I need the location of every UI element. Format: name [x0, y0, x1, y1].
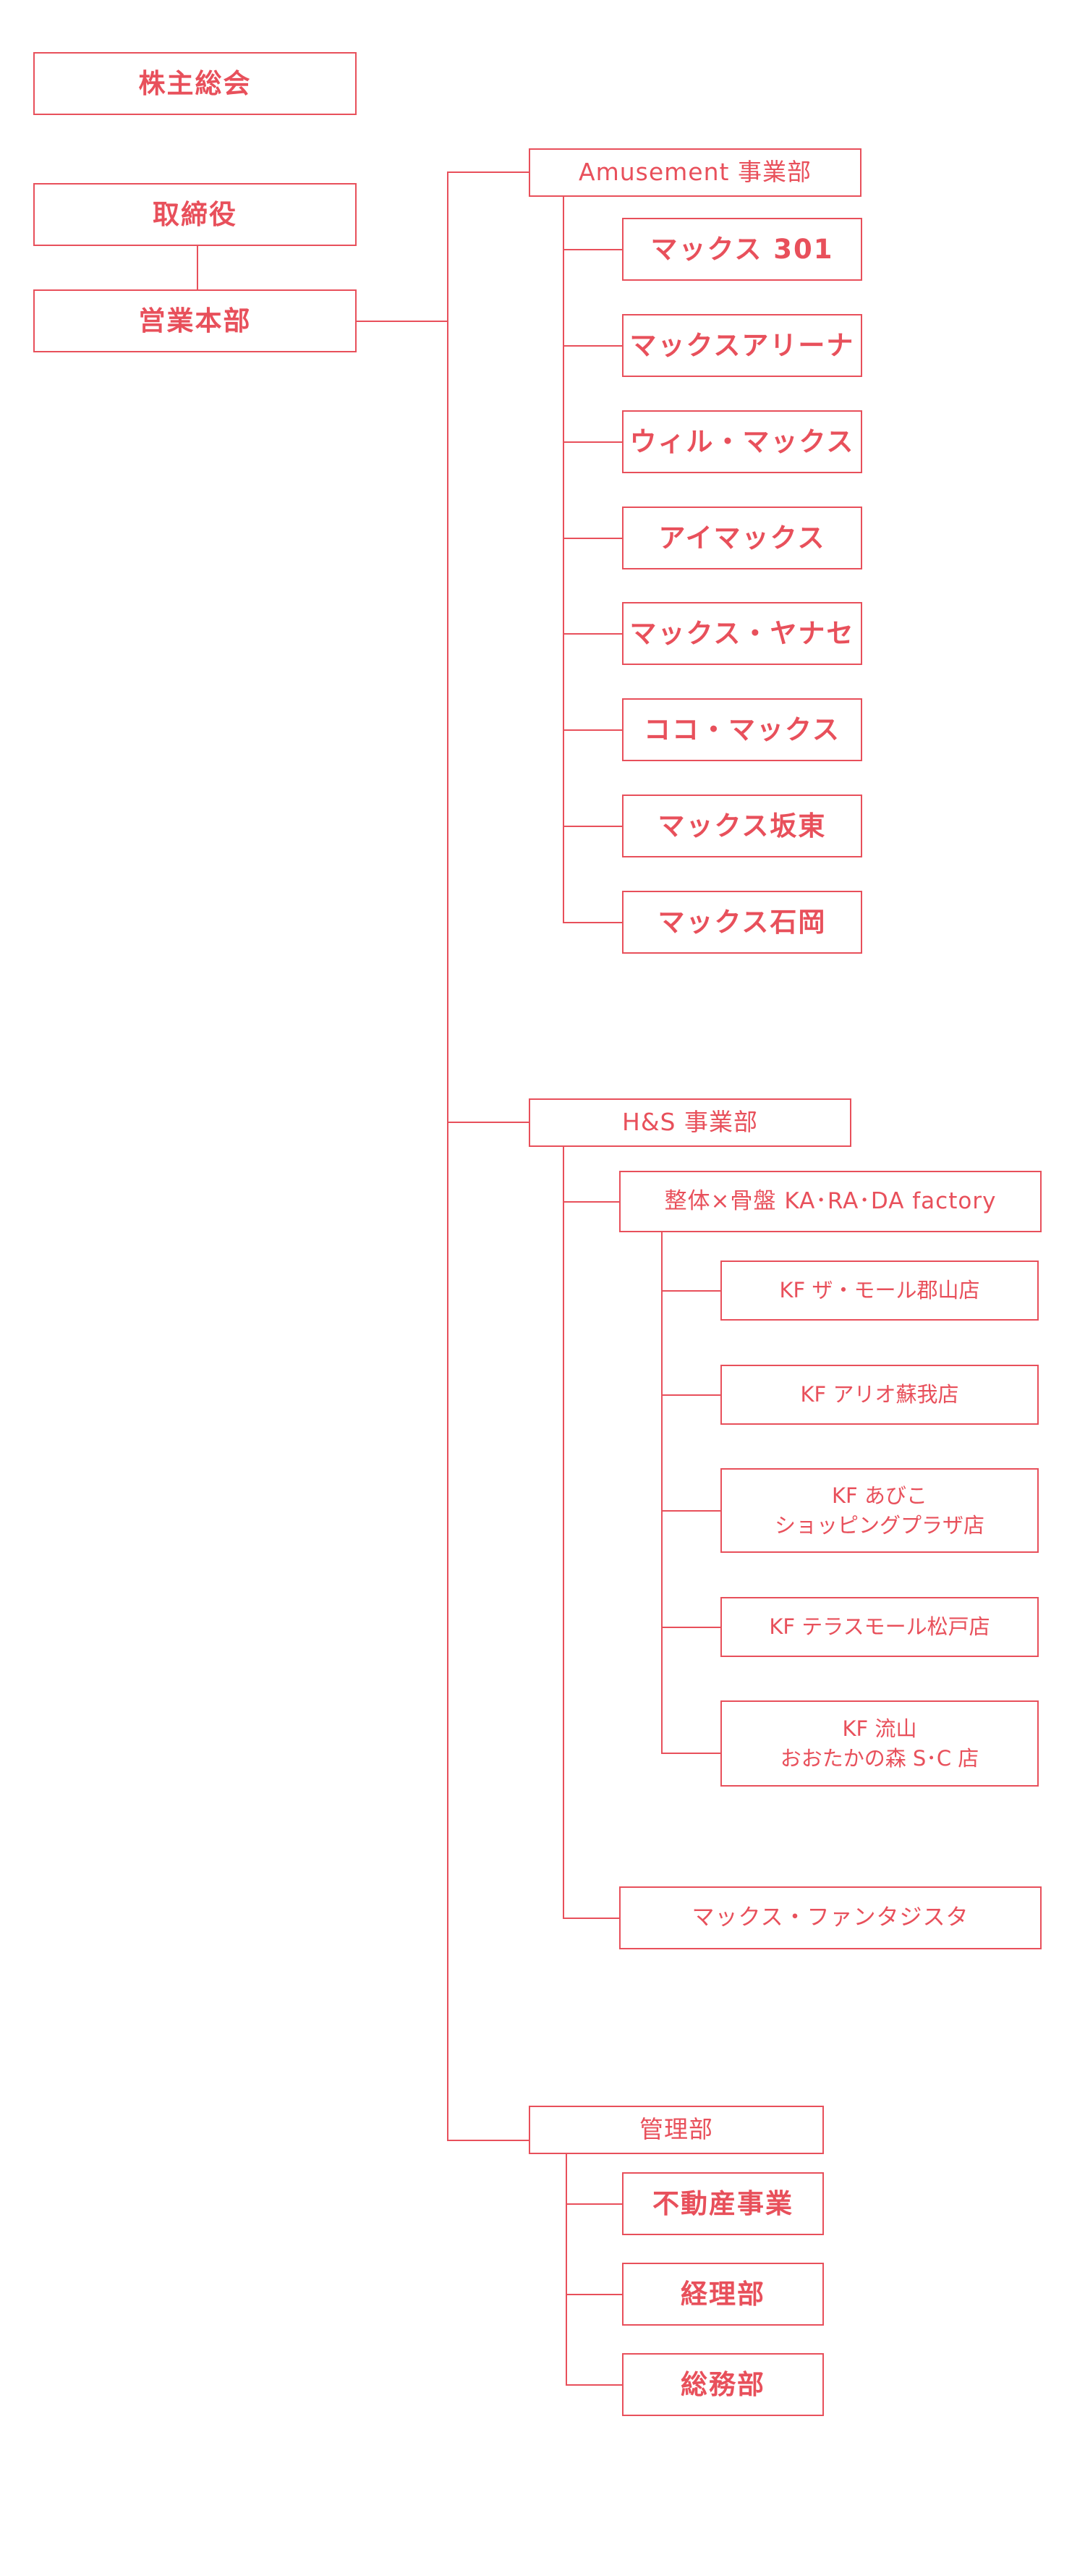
store-max-arena-box: マックスアリーナ: [622, 314, 862, 377]
connector-main-trunk: [447, 171, 448, 2141]
connector-karada: [563, 1201, 619, 1203]
connector-to-admin: [447, 2140, 529, 2141]
real-estate-box: 不動産事業: [622, 2172, 824, 2235]
kf-ario-soga-box: KF アリオ蘇我店: [720, 1365, 1039, 1425]
connector-i-max: [563, 538, 622, 539]
store-i-max-box: アイマックス: [622, 507, 862, 569]
kf-nagareyama-box: KF 流山 おおたかの森 S･C 店: [720, 1700, 1039, 1787]
connector-max-yanase: [563, 633, 622, 635]
store-max-301-box: マックス 301: [622, 218, 862, 281]
kf-terrace-mall-box: KF テラスモール松戸店: [720, 1597, 1039, 1657]
store-max-ishioka-box: マックス石岡: [622, 891, 862, 954]
connector-max-bando: [563, 826, 622, 827]
max-fantasista-box: マックス・ファンタジスタ: [619, 1886, 1042, 1949]
connector-will-max: [563, 441, 622, 443]
connector-max-arena: [563, 345, 622, 347]
connector-board-sales: [197, 245, 198, 290]
connector-max-ishioka: [563, 922, 622, 923]
connector-accounting: [566, 2294, 622, 2295]
connector-hs-trunk: [563, 1146, 564, 1919]
connector-karada-trunk: [661, 1232, 663, 1753]
connector-max-fantasista: [563, 1918, 619, 1919]
shareholders-meeting-box: 株主総会: [33, 52, 357, 115]
connector-general-affairs: [566, 2384, 622, 2386]
sales-headquarters-box: 営業本部: [33, 289, 357, 352]
accounting-box: 経理部: [622, 2263, 824, 2326]
connector-kf-ario: [661, 1394, 720, 1396]
admin-division-box: 管理部: [529, 2106, 824, 2154]
hs-division-box: H&S 事業部: [529, 1098, 851, 1147]
connector-coco-max: [563, 729, 622, 731]
general-affairs-box: 総務部: [622, 2353, 824, 2416]
store-will-max-box: ウィル・マックス: [622, 410, 862, 473]
store-max-yanase-box: マックス・ヤナセ: [622, 602, 862, 665]
connector-sales-trunk: [356, 321, 448, 322]
karada-factory-box: 整体×骨盤 KA･RA･DA factory: [619, 1171, 1042, 1232]
connector-amusement-trunk: [563, 195, 564, 923]
connector-real-estate: [566, 2203, 622, 2205]
kf-koriyama-box: KF ザ・モール郡山店: [720, 1261, 1039, 1321]
connector-kf-terrace: [661, 1627, 720, 1628]
connector-to-amusement: [447, 171, 529, 173]
kf-abiko-box: KF あびこ ショッピングプラザ店: [720, 1468, 1039, 1553]
connector-kf-koriyama: [661, 1290, 720, 1292]
store-max-bando-box: マックス坂東: [622, 795, 862, 857]
amusement-division-box: Amusement 事業部: [529, 148, 861, 197]
board-of-directors-box: 取締役: [33, 183, 357, 246]
connector-admin-trunk: [566, 2153, 567, 2386]
store-coco-max-box: ココ・マックス: [622, 698, 862, 761]
connector-kf-abiko: [661, 1510, 720, 1512]
connector-kf-nagareyama: [661, 1753, 720, 1754]
connector-to-hs: [447, 1122, 529, 1123]
connector-max301: [563, 249, 622, 250]
